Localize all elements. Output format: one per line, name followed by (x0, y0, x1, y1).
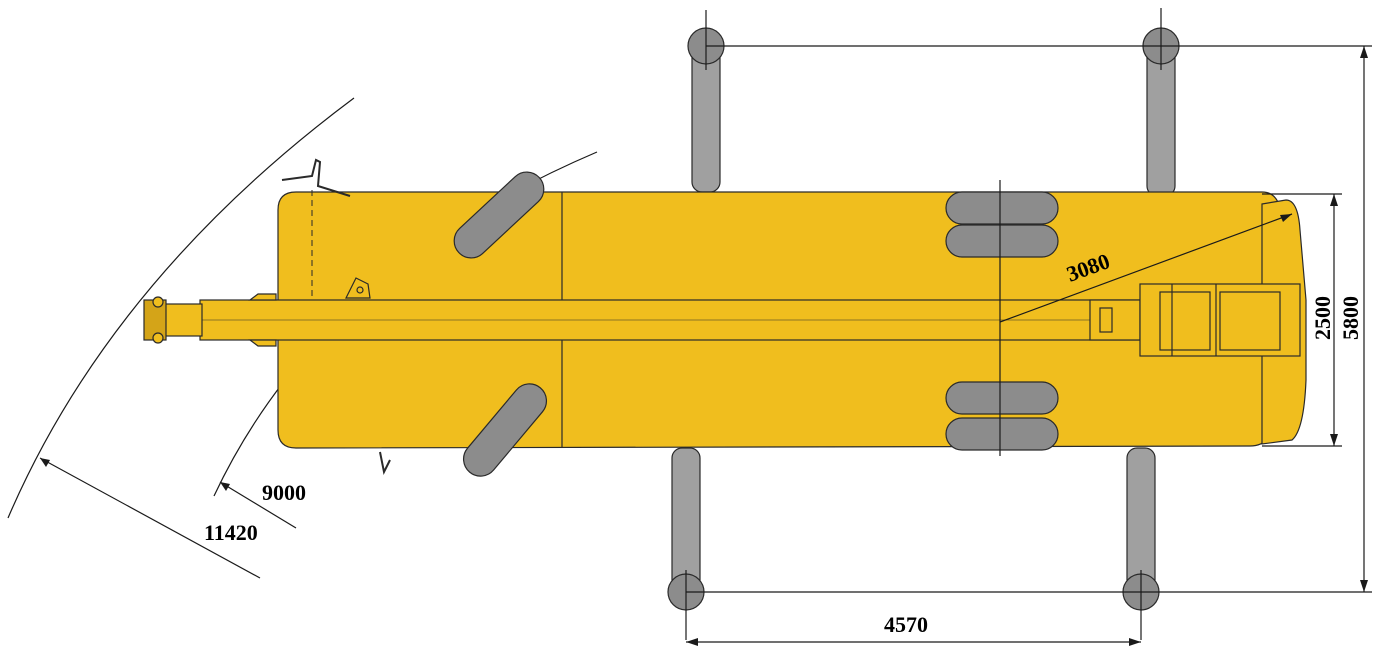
dim-2500-label: 2500 (1310, 296, 1335, 340)
pivot-pin (1099, 307, 1113, 333)
winch-drum-1 (1159, 291, 1211, 351)
boom-front-bracket-lower (248, 339, 277, 347)
tires (453, 171, 1059, 477)
front-tire-left (453, 171, 545, 259)
sheave (152, 296, 164, 308)
outrigger-center-marks (685, 8, 1162, 640)
front-tire-right (462, 383, 548, 477)
outrigger-beam-front-lower (671, 447, 701, 591)
rear-tire-lower-1 (945, 381, 1059, 415)
sheave-lower (152, 332, 164, 344)
outrigger-beam-rear-lower (1126, 447, 1156, 591)
rear-tire-lower-2 (945, 417, 1059, 451)
dim-4570-label: 4570 (884, 612, 928, 637)
winch-drum-2 (1219, 291, 1281, 351)
boom-front-bracket (248, 293, 277, 301)
superstructure (1089, 283, 1301, 357)
dim-5800-label: 5800 (1338, 296, 1363, 340)
dim-9000-label: 9000 (262, 480, 306, 505)
hook-eye (356, 286, 364, 294)
dimension-lines (39, 45, 1372, 643)
rear-tire-upper-1 (945, 191, 1059, 225)
dim-11420-label: 11420 (204, 520, 258, 545)
arrowheads (40, 46, 1368, 646)
rear-tire-upper-2 (945, 224, 1059, 258)
boom (143, 293, 1146, 347)
mirror-lower (379, 451, 391, 476)
boom-pivot (1089, 299, 1141, 341)
outer-swing-arc (7, 97, 355, 519)
boom-head (159, 303, 203, 337)
mirror-upper (281, 158, 351, 197)
front-details (281, 158, 391, 476)
